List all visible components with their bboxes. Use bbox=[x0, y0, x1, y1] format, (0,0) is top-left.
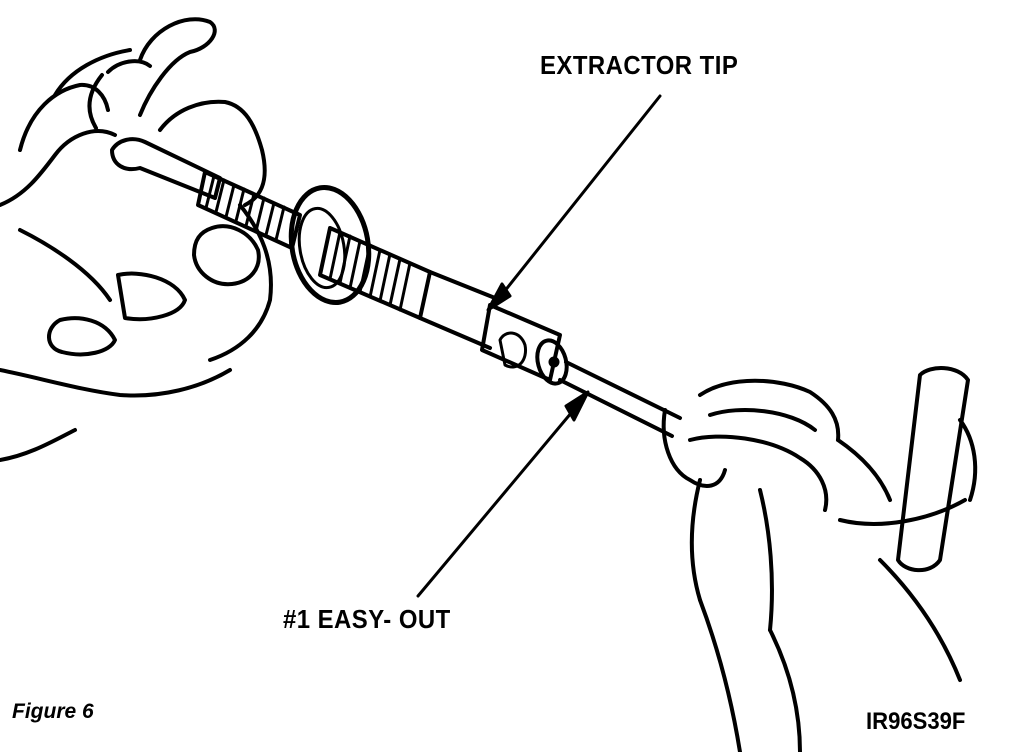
extractor-tip-arrowhead bbox=[486, 282, 512, 312]
extractor-tip-leader bbox=[494, 94, 662, 304]
leader-lines bbox=[416, 94, 662, 598]
extractor-tip-label: EXTRACTOR TIP bbox=[540, 50, 739, 80]
figure-id: IR96S39F bbox=[866, 708, 966, 735]
figure-caption: Figure 6 bbox=[12, 700, 94, 723]
easy-out-arrowhead bbox=[564, 390, 590, 422]
easy-out-label: #1 EASY- OUT bbox=[283, 604, 451, 634]
left-hand-drawing bbox=[0, 17, 273, 462]
puller-tool-drawing bbox=[110, 137, 682, 438]
easy-out-leader bbox=[416, 398, 584, 598]
right-hand-drawing bbox=[661, 366, 978, 752]
